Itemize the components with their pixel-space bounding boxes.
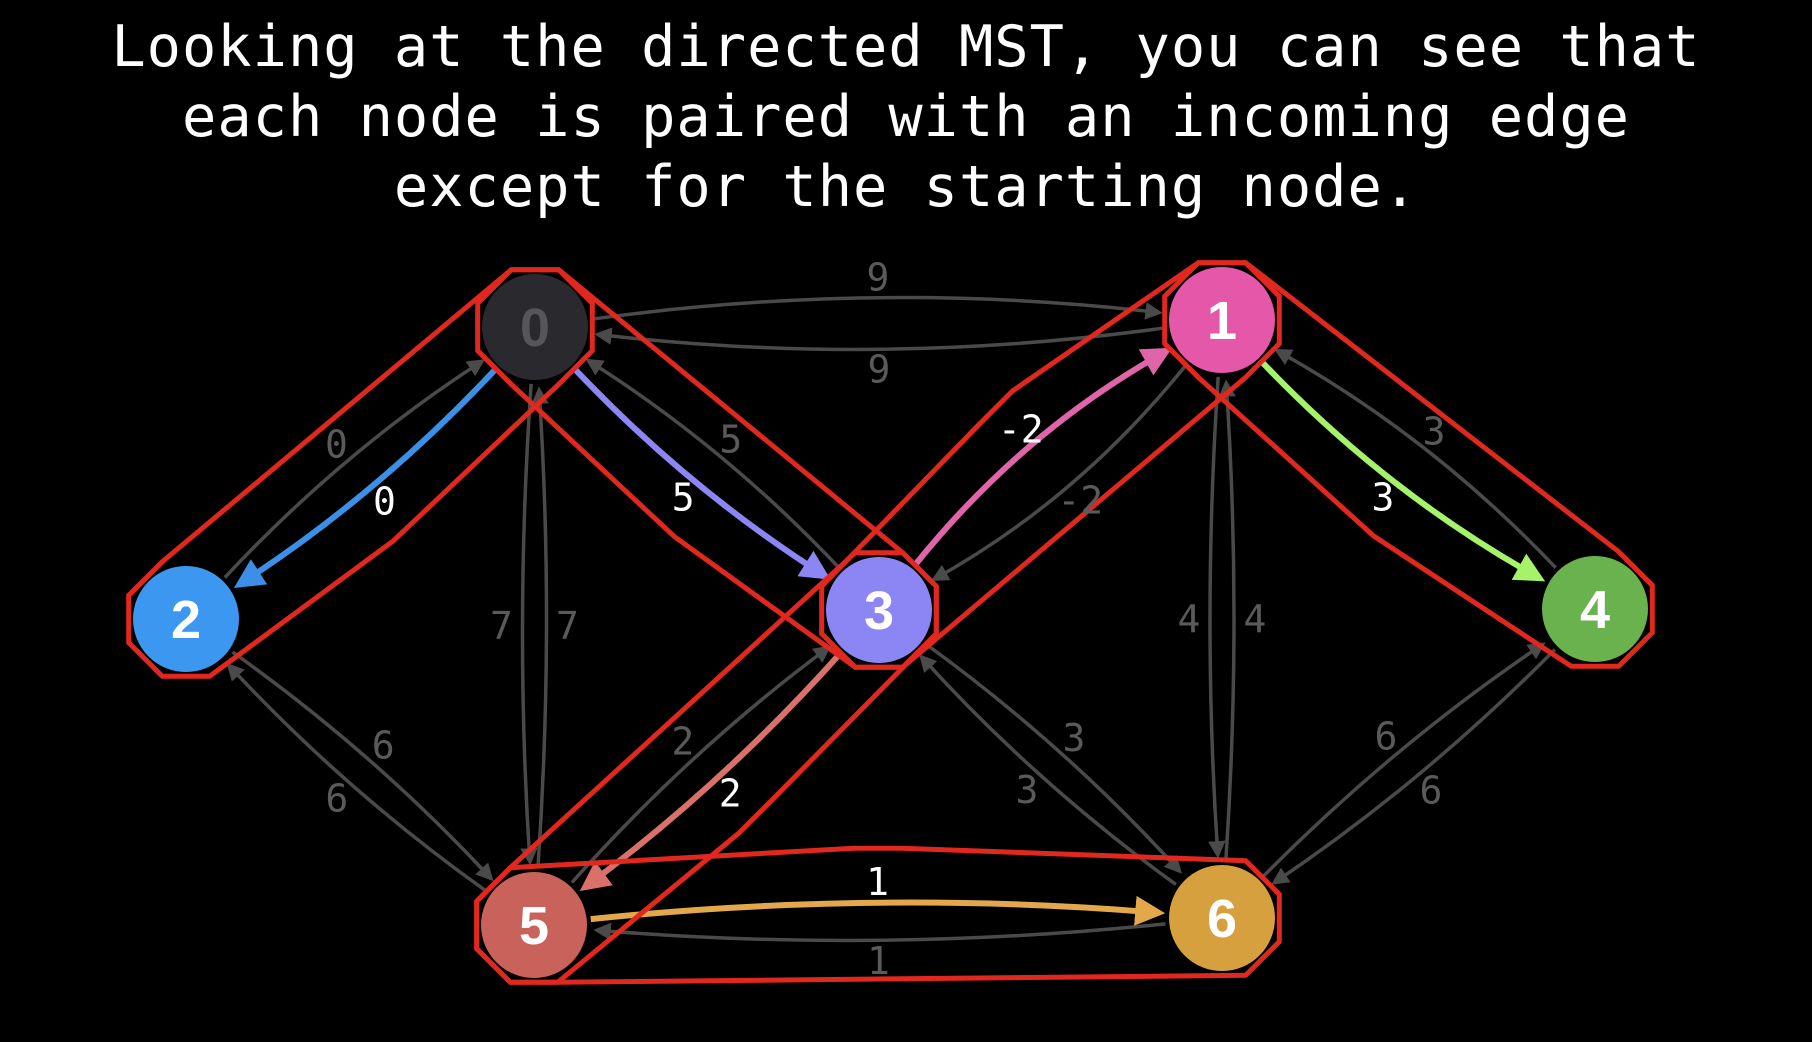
edge-weight-0-5: 7 (490, 604, 513, 648)
node-label: 2 (171, 590, 201, 650)
edge-5-to-0 (531, 386, 549, 869)
edge-0-to-5 (520, 383, 538, 866)
node-circle (1542, 556, 1648, 662)
edge-weight-0-2: 0 (373, 480, 396, 524)
edge-1-to-3 (930, 363, 1188, 582)
highlight-outline-5-6 (474, 845, 1282, 985)
node-label: 4 (1580, 580, 1610, 640)
edge-weight-3-6: 3 (1063, 716, 1086, 760)
node-circle (482, 274, 588, 380)
edge-5-to-3 (570, 645, 832, 884)
node-6: 6 (1169, 865, 1275, 971)
edge-2-to-5 (231, 650, 494, 882)
edge-weight-1-3: -2 (1057, 478, 1103, 522)
edge-weight-4-6: 6 (1420, 769, 1443, 813)
node-4: 4 (1542, 556, 1648, 662)
node-label: 6 (1207, 889, 1237, 949)
edge-0-to-1 (591, 295, 1163, 321)
edge-weight-0-1: 9 (867, 255, 890, 299)
edge-weight-6-1: 4 (1244, 597, 1267, 641)
inactive-edges (223, 295, 1557, 943)
node-circle (133, 566, 239, 672)
edge-4-to-6 (1271, 648, 1557, 885)
edge-3-to-0 (585, 358, 842, 570)
edge-3-to-6 (924, 642, 1183, 874)
edge-weight-1-0: 9 (868, 348, 891, 392)
edge-2-to-0 (223, 359, 486, 579)
highlight-outline-0-2 (126, 267, 595, 679)
mst-highlight-outlines (126, 260, 1655, 985)
edge-weight-6-5: 1 (867, 939, 890, 983)
node-1: 1 (1169, 267, 1275, 373)
node-label: 5 (519, 896, 549, 956)
caption: Looking at the directed MST, you can see… (0, 12, 1812, 222)
edge-1-to-4 (1259, 359, 1546, 582)
edge-weight-5-0: 7 (556, 604, 579, 648)
graph-nodes: 0 1 2 3 4 5 6 (133, 267, 1648, 978)
node-2: 2 (133, 566, 239, 672)
edge-weight-2-5: 6 (372, 724, 395, 768)
highlight-outline-1-4 (1162, 260, 1655, 669)
edge-weight-6-4: 6 (1375, 714, 1398, 758)
edge-weight-5-2: 6 (325, 776, 348, 820)
edge-weight-3-1: -2 (998, 408, 1044, 452)
node-label: 0 (520, 298, 550, 358)
edge-4-to-1 (1274, 348, 1557, 569)
edge-1-to-6 (1208, 376, 1226, 859)
edge-weight-5-6: 1 (866, 860, 889, 904)
node-circle (1169, 865, 1275, 971)
node-circle (826, 557, 932, 663)
edge-weight-3-5: 2 (719, 772, 742, 816)
edge-weight-2-0: 0 (325, 422, 348, 466)
edge-5-to-2 (226, 662, 489, 894)
node-5: 5 (481, 872, 587, 978)
edge-weight-5-3: 2 (671, 720, 694, 764)
node-0: 0 (482, 274, 588, 380)
edge-weight-1-6: 4 (1178, 597, 1201, 641)
edge-6-to-5 (593, 922, 1166, 943)
caption-line-3: except for the starting node. (393, 154, 1419, 220)
caption-line-1: Looking at the directed MST, you can see… (111, 14, 1701, 80)
node-3: 3 (826, 557, 932, 663)
edge-weight-1-4: 3 (1371, 476, 1394, 520)
edge-6-to-1 (1218, 379, 1236, 862)
edge-weight-0-3: 5 (672, 475, 695, 519)
edge-3-to-1 (912, 347, 1173, 568)
edge-0-to-3 (572, 366, 831, 580)
caption-line-2: each node is paired with an incoming edg… (182, 84, 1630, 150)
highlight-outline-3-1 (819, 260, 1282, 670)
edge-6-to-4 (1260, 642, 1546, 879)
node-circle (1169, 267, 1275, 373)
edge-weight-3-0: 5 (719, 418, 742, 462)
edge-0-to-2 (233, 366, 499, 589)
edge-weight-4-1: 3 (1423, 410, 1446, 454)
node-label: 1 (1207, 291, 1237, 351)
edge-5-to-6 (590, 895, 1166, 926)
edge-weight-6-3: 3 (1016, 768, 1039, 812)
node-circle (481, 872, 587, 978)
node-label: 3 (864, 581, 894, 641)
